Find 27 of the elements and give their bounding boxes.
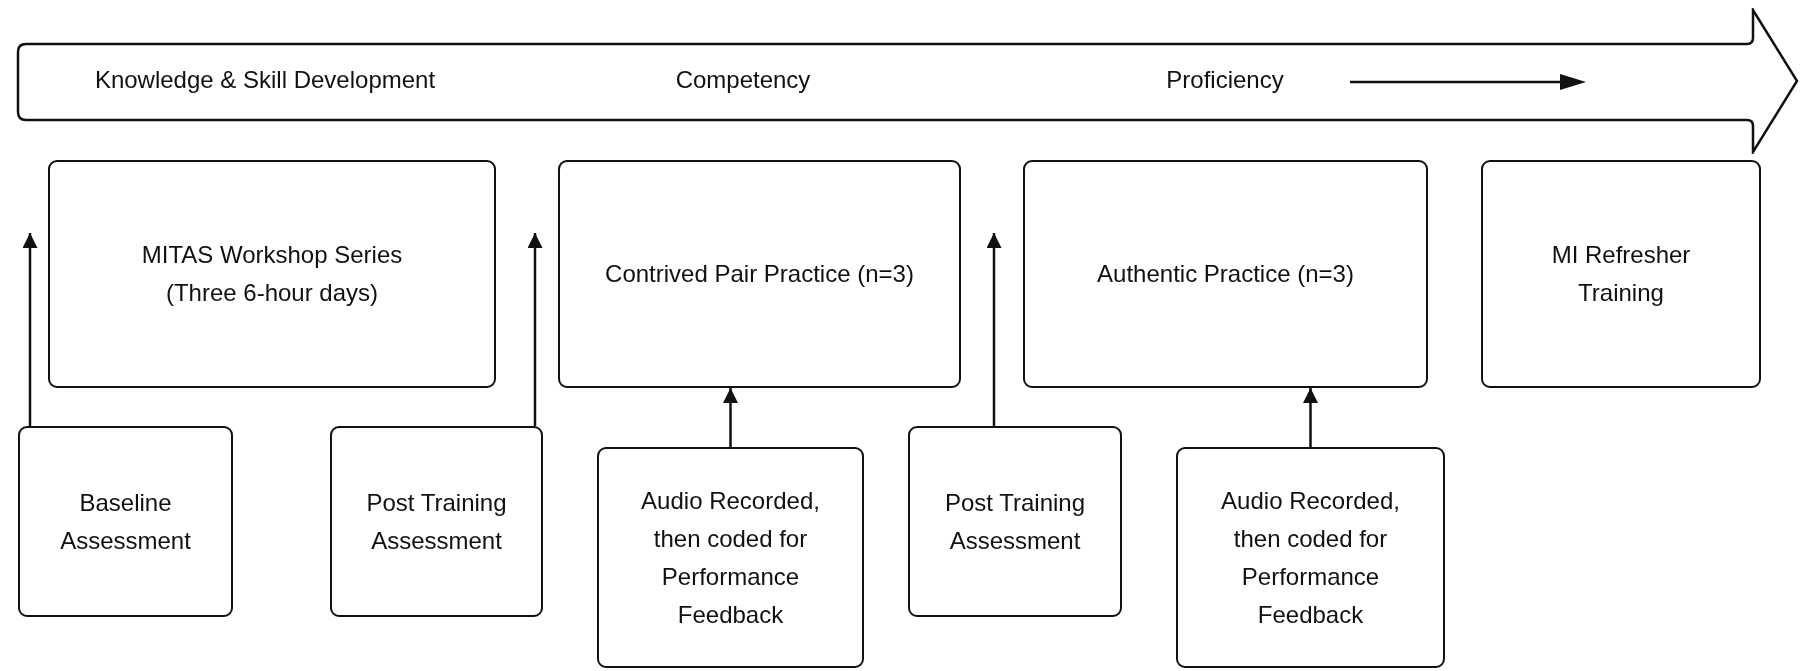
process-box bbox=[1176, 447, 1445, 668]
process-box bbox=[330, 426, 543, 617]
box-text: Contrived Pair Practice (n=3) bbox=[605, 259, 914, 289]
stage-label: Competency bbox=[675, 65, 811, 95]
box-text: Authentic Practice (n=3) bbox=[1097, 259, 1354, 289]
process-box bbox=[48, 160, 496, 388]
box-text: Audio Recorded, then coded for Performance Feedback bbox=[640, 485, 821, 630]
box-text: MITAS Workshop Series (Three 6-hour days) bbox=[140, 240, 404, 308]
arrow bbox=[723, 388, 738, 447]
process-box bbox=[597, 447, 864, 668]
box-text: Audio Recorded, then coded for Performance Feedback bbox=[1220, 485, 1401, 630]
box-text: Post Training Assessment bbox=[365, 487, 508, 556]
stage-arrow bbox=[16, 8, 1799, 154]
process-box bbox=[908, 426, 1122, 617]
process-box bbox=[1023, 160, 1428, 388]
process-box bbox=[1481, 160, 1761, 388]
arrow bbox=[22, 233, 38, 426]
box-text: Baseline Assessment bbox=[59, 487, 192, 556]
stage-label: Proficiency bbox=[1166, 65, 1284, 95]
process-box bbox=[18, 426, 233, 617]
box-text: MI Refresher Training bbox=[1550, 240, 1692, 308]
stage-label: Knowledge & Skill Development bbox=[94, 65, 436, 95]
arrow bbox=[527, 233, 543, 426]
process-box bbox=[558, 160, 961, 388]
box-text: Post Training Assessment bbox=[943, 487, 1087, 556]
arrow bbox=[986, 233, 1002, 426]
arrow bbox=[1303, 388, 1318, 447]
